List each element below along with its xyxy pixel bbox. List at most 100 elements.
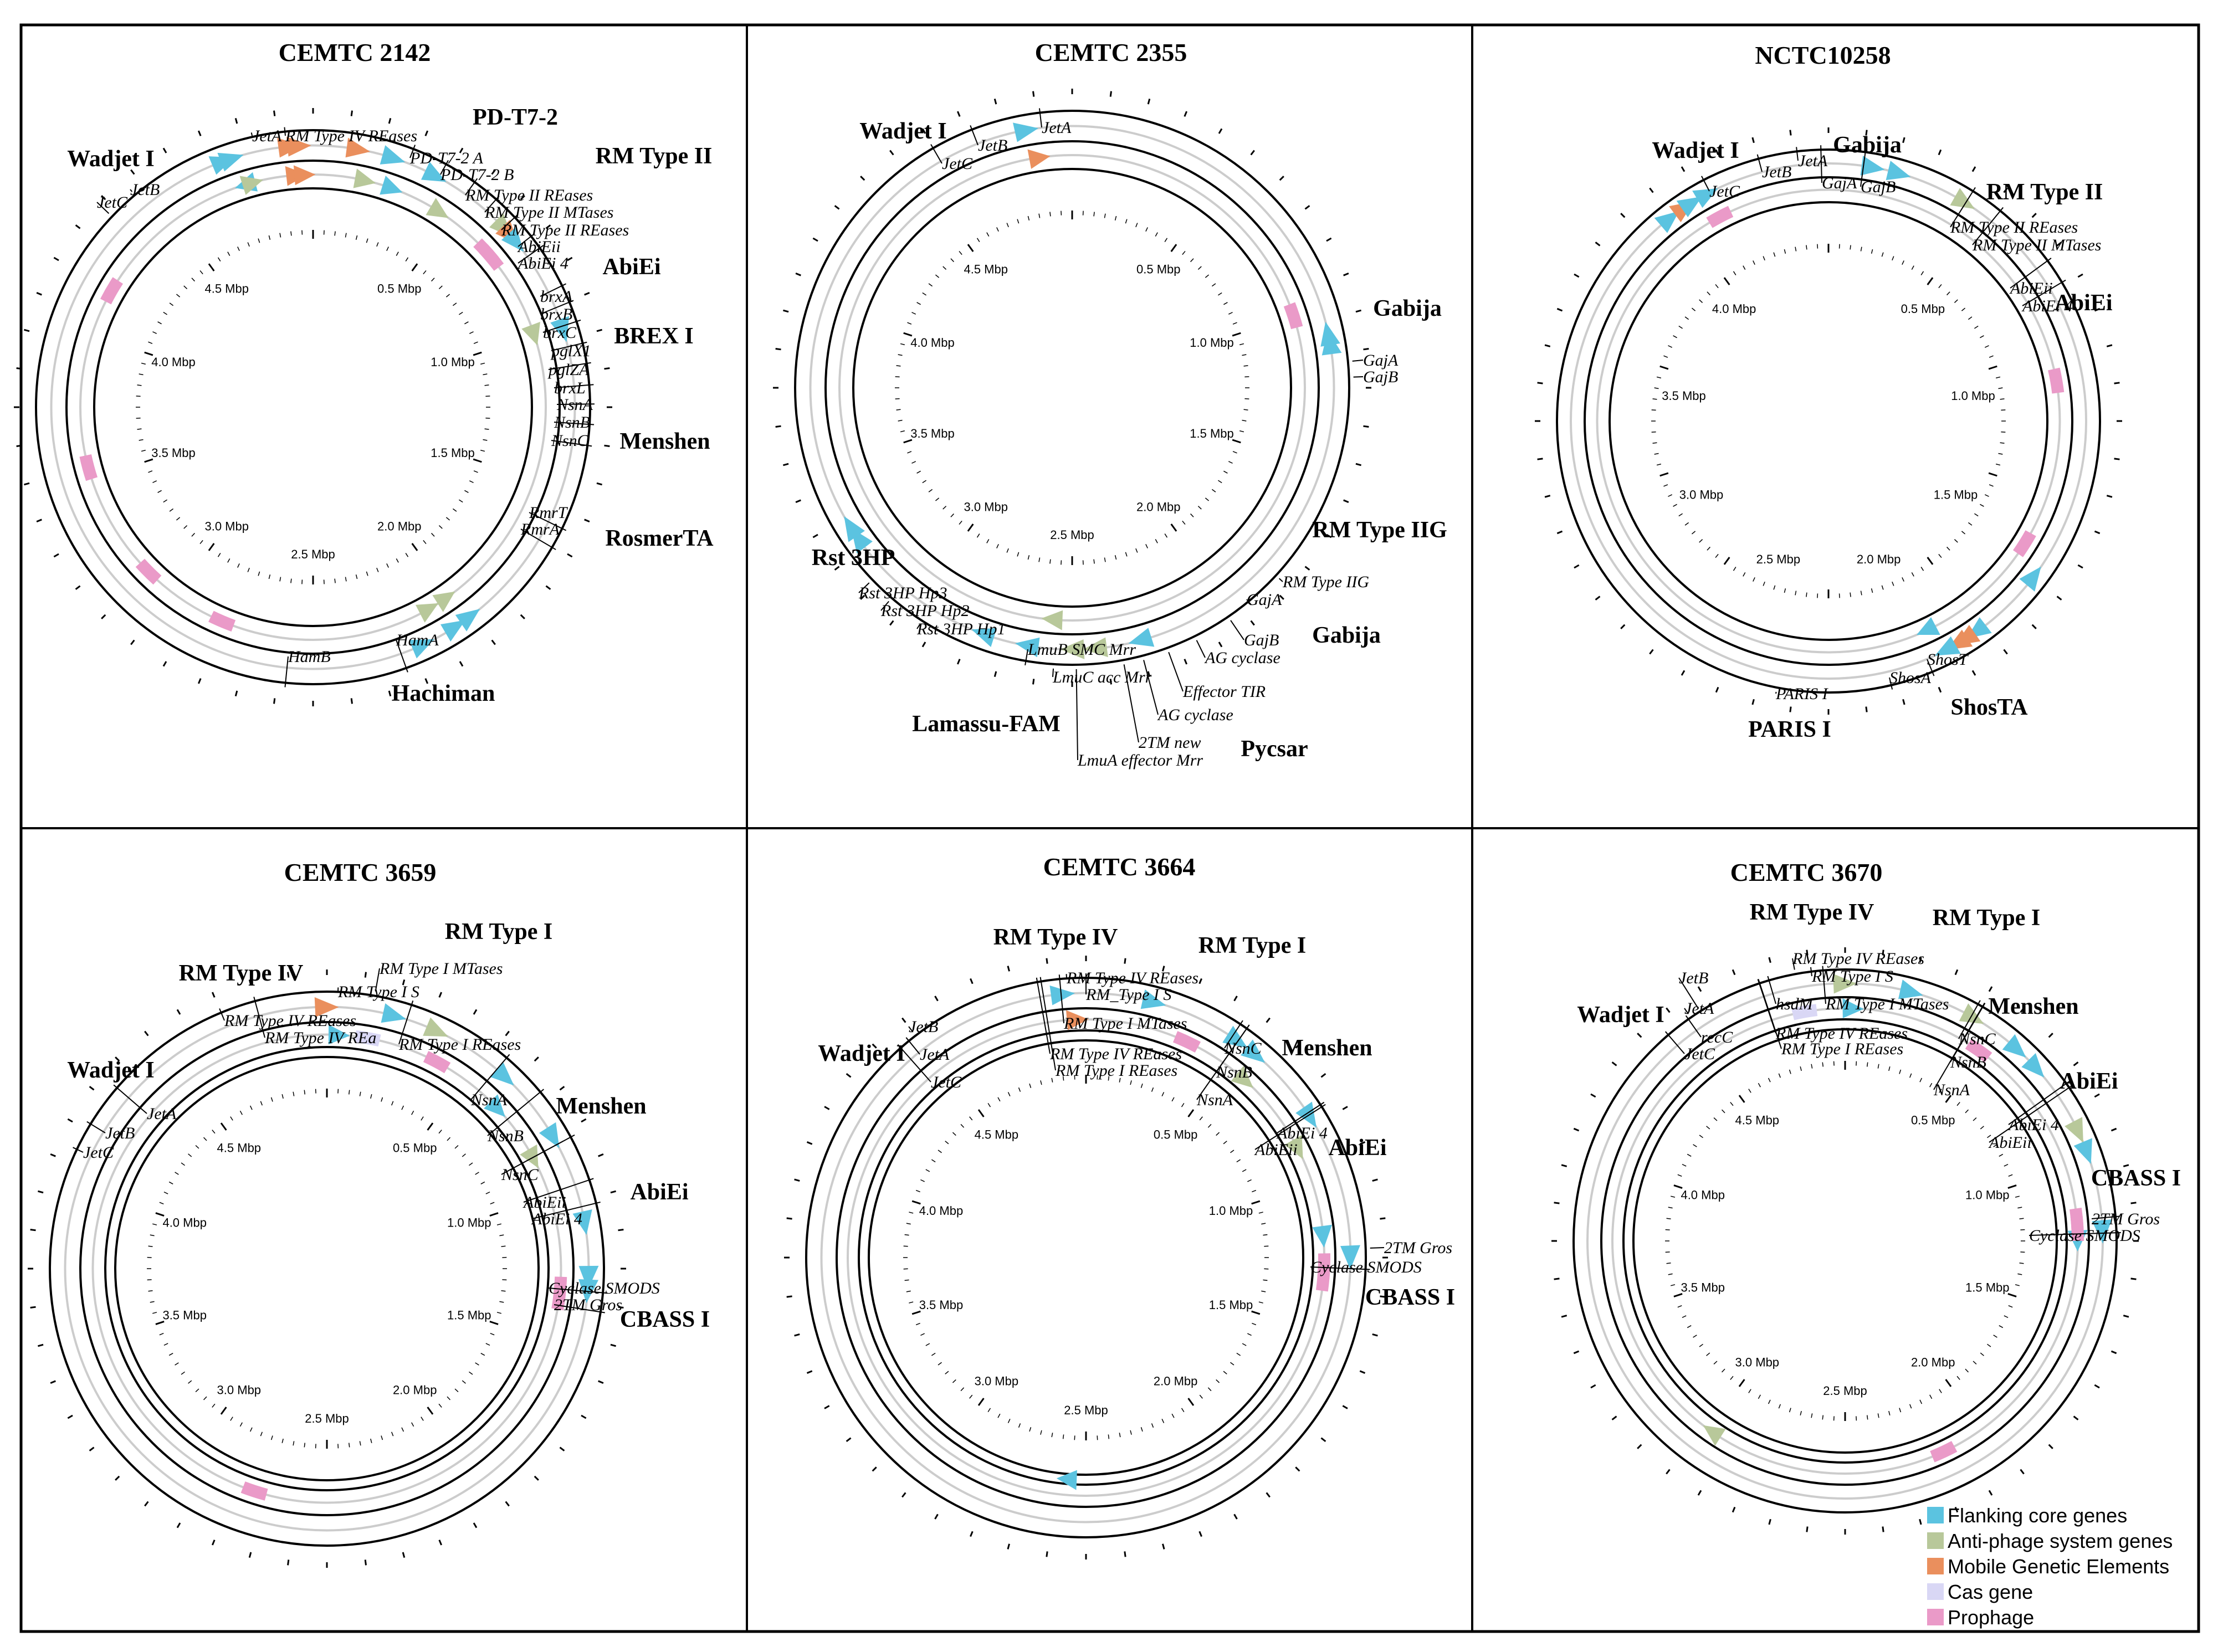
scale-tick [1980, 1352, 1984, 1356]
outer-tick [1295, 1466, 1300, 1472]
scale-tick [1911, 572, 1914, 577]
scale-label: 1.0 Mbp [447, 1216, 491, 1230]
scale-tick [1097, 1435, 1098, 1440]
scale-tick [1784, 249, 1786, 254]
scale-label: 3.0 Mbp [1735, 1355, 1780, 1369]
prophage-segment [1706, 206, 1734, 228]
outer-tick [211, 1540, 216, 1546]
outer-tick [775, 425, 781, 428]
scale-tick [1920, 567, 1924, 571]
leader-line [905, 1037, 920, 1055]
scale-tick [421, 1417, 424, 1421]
scale-tick [1784, 588, 1786, 593]
scale-tick [1018, 1087, 1021, 1092]
inner-ring [852, 168, 1292, 608]
scale-tick [1673, 1184, 1683, 1189]
leader-line [554, 1304, 605, 1314]
scale-tick [169, 302, 174, 306]
scale-tick [1706, 1126, 1710, 1130]
scale-tick [1049, 212, 1051, 217]
scale-tick [1216, 1132, 1220, 1136]
outer-tick [1751, 137, 1755, 143]
scale-tick [1778, 1073, 1781, 1078]
scale-tick [2017, 1207, 2022, 1209]
leader-line [465, 178, 478, 196]
gene-label: AbiEi 4 [2021, 297, 2073, 315]
scale-tick [141, 449, 146, 452]
scale-tick [1693, 1144, 1697, 1147]
scale-tick [1929, 1082, 1933, 1087]
gene-label: JetC [931, 1073, 962, 1091]
scale-tick [473, 458, 482, 463]
scale-tick [239, 1422, 243, 1427]
gene-label: PARIS I [1775, 685, 1829, 703]
outer-ring [35, 129, 591, 685]
scale-tick [960, 1123, 965, 1128]
scale-label: 4.5 Mbp [1735, 1114, 1780, 1127]
scale-tick [969, 1116, 973, 1121]
core-gene-arrow [1917, 617, 1940, 635]
scale-label: 1.0 Mbp [1965, 1188, 2010, 1202]
scale-tick [462, 1380, 466, 1384]
scale-tick [1223, 1371, 1227, 1374]
scale-label: 3.0 Mbp [1679, 488, 1724, 502]
gene-label: RM Type IV REases [224, 1012, 356, 1030]
leader-line [1196, 640, 1206, 658]
outer-tick [1681, 670, 1686, 676]
scale-tick [1822, 1062, 1824, 1067]
scale-tick [496, 1223, 501, 1225]
outer-tick [1768, 957, 1771, 963]
outer-tick [101, 195, 106, 201]
scale-tick [301, 579, 303, 584]
scale-tick [1687, 1153, 1692, 1157]
outer-tick [1343, 499, 1349, 504]
scale-tick [1993, 1335, 1997, 1338]
gene-label: NsnA [1196, 1091, 1233, 1109]
scale-label: 3.5 Mbp [162, 1308, 207, 1322]
scale-tick [1258, 1212, 1263, 1214]
outer-tick [786, 1217, 792, 1220]
scale-label: 3.5 Mbp [1662, 389, 1706, 403]
outer-tick [38, 1343, 44, 1347]
scale-tick [1663, 355, 1668, 358]
scale-tick [1006, 223, 1009, 228]
leader-line [130, 189, 133, 192]
scale-tick [1258, 1301, 1263, 1304]
outer-tick [559, 1446, 565, 1451]
scale-tick [1743, 572, 1746, 577]
scale-tick [1232, 332, 1241, 337]
gene-label: RM Type II REases [501, 221, 629, 239]
scale-tick [323, 230, 325, 235]
scale-tick [1753, 260, 1755, 265]
gene-label: JetC [942, 155, 973, 173]
scale-tick [1707, 546, 1710, 551]
gene-label: RM Type II MTases [1972, 236, 2101, 254]
leader-line [487, 1089, 544, 1136]
scale-tick [1733, 271, 1737, 275]
scale-tick [220, 1407, 227, 1415]
outer-tick [775, 348, 781, 351]
gene-label: RM Type I MTases [1063, 1014, 1187, 1033]
scale-tick [1730, 1376, 1734, 1380]
feature-ring [847, 1018, 1325, 1497]
scale-tick [1232, 451, 1237, 454]
scale-tick [1659, 365, 1669, 370]
scale-tick [1989, 484, 1994, 487]
scale-tick [1911, 265, 1914, 270]
outer-tick [1198, 978, 1202, 984]
scale-tick [1218, 292, 1222, 296]
outer-tick [1649, 649, 1654, 655]
scale-label: 1.0 Mbp [431, 355, 475, 369]
outer-tick [1620, 624, 1626, 629]
prophage-segment [2048, 367, 2065, 394]
scale-tick [969, 1394, 973, 1399]
leader-line [518, 245, 544, 264]
scale-tick [1223, 470, 1228, 474]
outer-tick [1697, 1490, 1702, 1496]
scale-tick [1164, 238, 1168, 242]
outer-tick [1218, 642, 1223, 648]
scale-tick [411, 1110, 414, 1115]
outer-tick [567, 553, 573, 558]
